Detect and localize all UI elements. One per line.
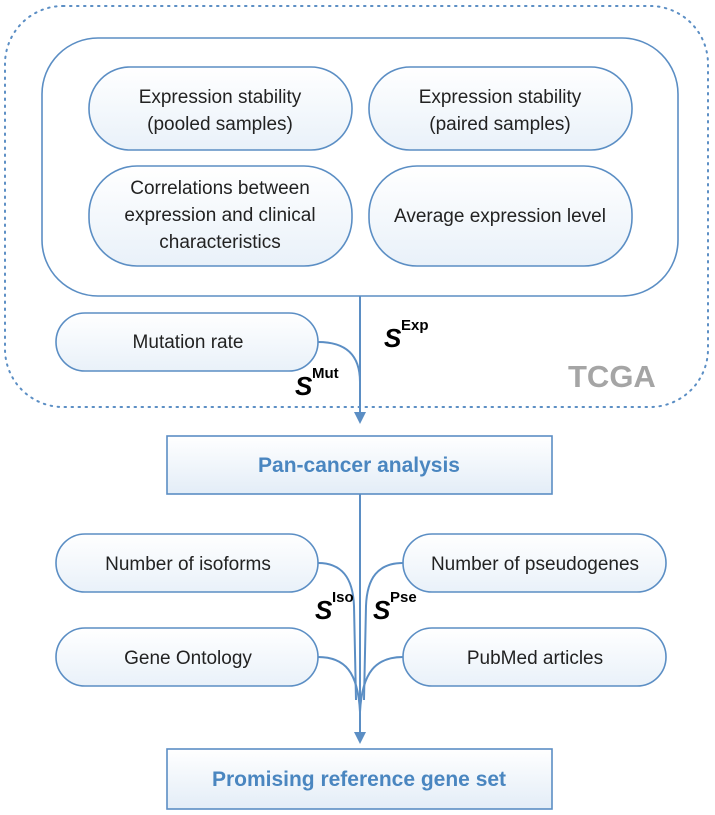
metric-clinical-correlation: Correlations between expression and clin… [88,165,353,267]
metric-clinical-line2: expression and clinical [124,205,315,226]
metric-paired-line2: (paired samples) [429,114,571,135]
score-iso-main: S [315,595,333,625]
score-exp-label: S Exp [384,317,429,353]
pan-cancer-node: Pan-cancer analysis [166,435,553,495]
score-mut-label: S Mut [295,365,339,401]
score-pse-main: S [373,595,391,625]
result-label: Promising reference gene set [212,768,506,791]
score-mut-main: S [295,371,313,401]
mutation-rate-node: Mutation rate [55,312,319,372]
metric-paired-stability: Expression stability (paired samples) [368,66,633,151]
metric-pooled-line2: (pooled samples) [147,114,293,135]
metric-pooled-stability: Expression stability (pooled samples) [88,66,353,151]
pseudogenes-node: Number of pseudogenes [402,533,667,593]
pseudogenes-label: Number of pseudogenes [431,554,639,575]
metric-average-line1: Average expression level [394,206,606,227]
score-mut-sup: Mut [312,365,339,382]
metric-paired-line1: Expression stability [419,87,582,108]
score-pse-label: S Pse [373,589,417,625]
pubmed-label: PubMed articles [467,648,603,669]
pubmed-node: PubMed articles [402,627,667,687]
metric-clinical-line1: Correlations between [130,178,310,199]
pse-connector [363,562,404,701]
gene-ontology-node: Gene Ontology [55,627,319,687]
score-exp-sup: Exp [401,317,429,334]
tcga-label: TCGA [568,359,656,394]
metric-clinical-line3: characteristics [159,232,280,253]
score-iso-label: S Iso [315,589,354,625]
metric-pooled-line1: Expression stability [139,87,302,108]
isoforms-node: Number of isoforms [55,533,319,593]
iso-connector [317,562,357,701]
isoforms-label: Number of isoforms [105,554,271,575]
tcga-region [4,5,709,408]
gene-ontology-label: Gene Ontology [124,648,252,669]
pan-cancer-label: Pan-cancer analysis [258,454,460,477]
gene-ontology-connector [317,656,361,713]
metric-average-expression: Average expression level [368,165,633,267]
pubmed-connector [359,656,404,713]
score-pse-sup: Pse [390,589,417,606]
mut-connector [317,341,361,383]
mutation-rate-label: Mutation rate [133,332,244,353]
score-exp-main: S [384,323,402,353]
score-iso-sup: Iso [332,589,354,606]
result-node: Promising reference gene set [166,748,553,810]
